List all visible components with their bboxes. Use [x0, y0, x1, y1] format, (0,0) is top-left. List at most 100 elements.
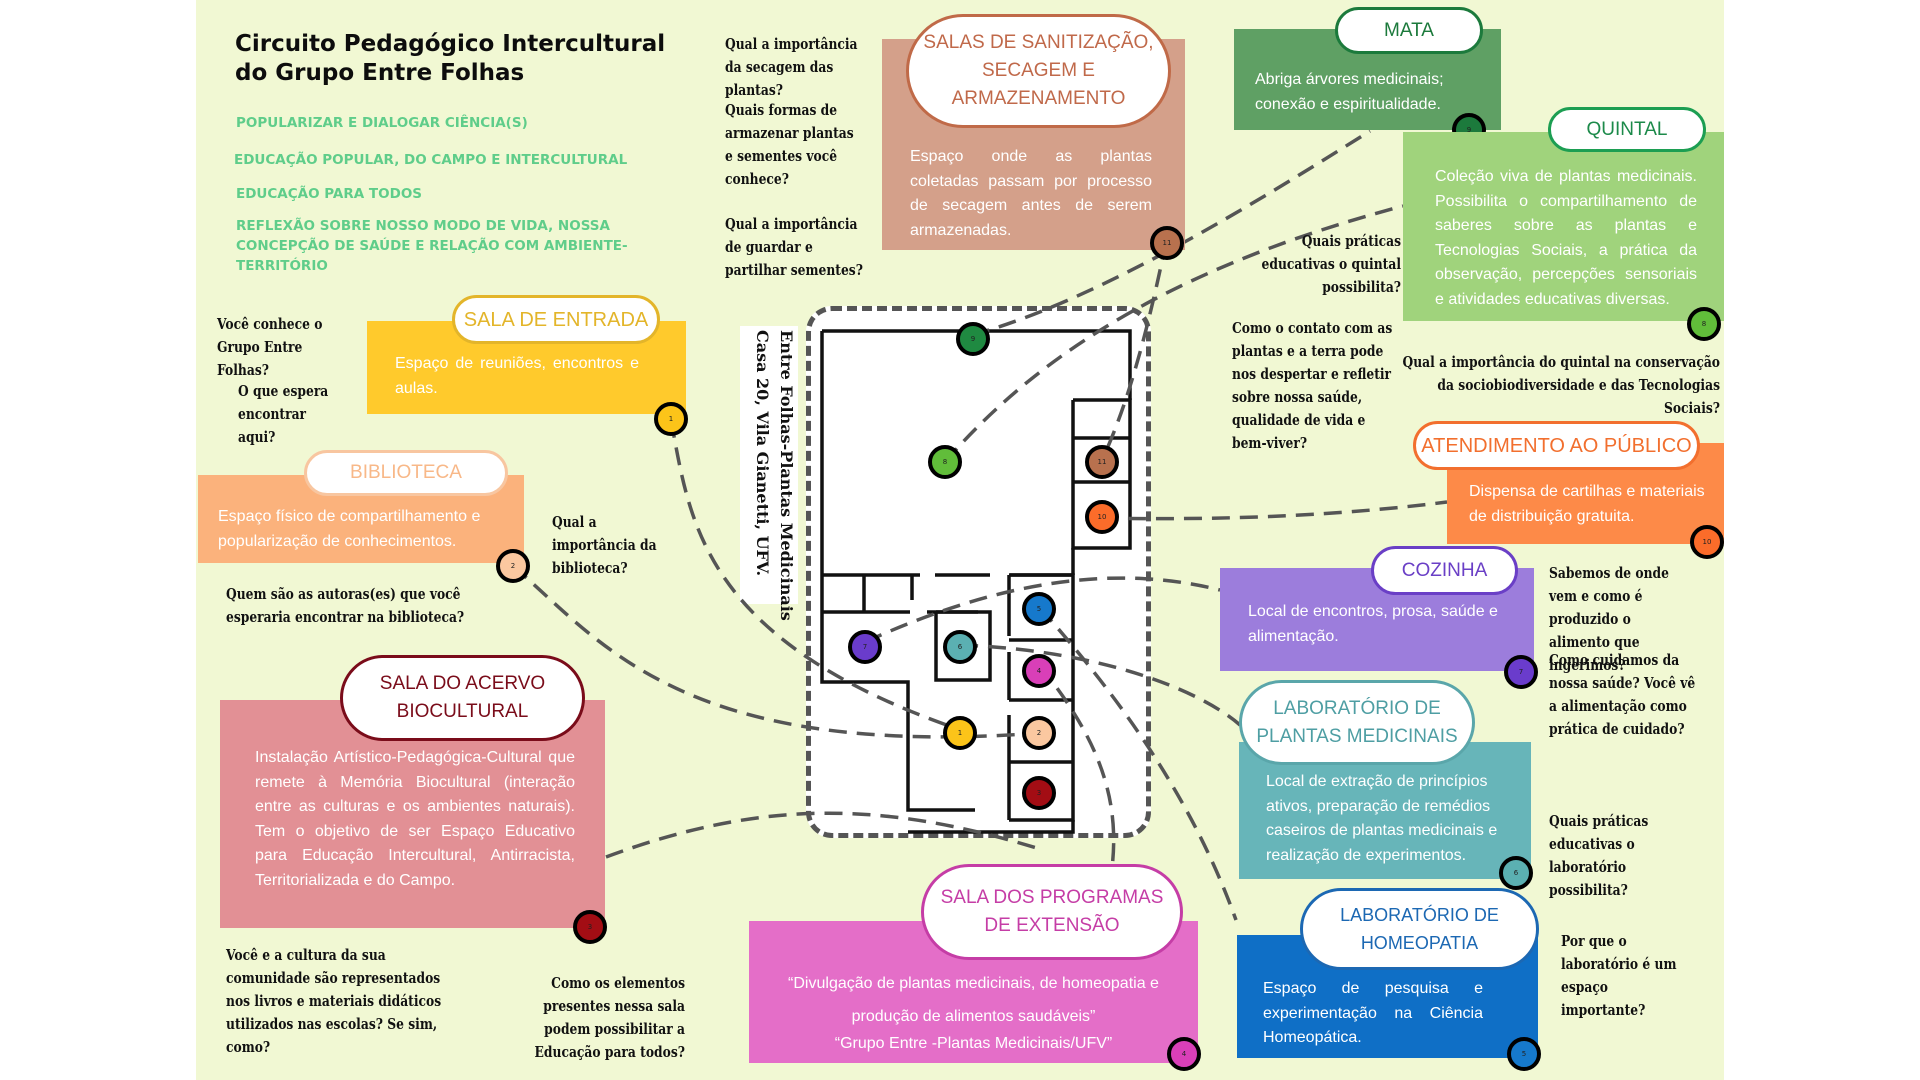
- plan-marker-10[interactable]: 10: [1085, 500, 1119, 534]
- room-biblioteca-description: Espaço físico de compartilhamento e popu…: [218, 508, 481, 550]
- question-sanitizacao-1: Qual a importância da secagem das planta…: [725, 35, 858, 99]
- question-sanitizacao-3: Qual a importância de guardar e partilha…: [725, 215, 863, 279]
- room-acervo-title[interactable]: SALA DO ACERVO BIOCULTURAL: [340, 655, 585, 741]
- room-sanitizacao-title-line3: ARMAZENAMENTO: [951, 88, 1126, 109]
- room-entrada-title[interactable]: SALA DE ENTRADA: [452, 295, 660, 344]
- room-lab-plantas-title-line1: LABORATÓRIO DE: [1273, 697, 1441, 719]
- room-atendimento-marker[interactable]: 10: [1690, 525, 1724, 559]
- room-sanitizacao-title-line2: SECAGEM E: [982, 60, 1095, 81]
- plan-marker-3[interactable]: 3: [1022, 776, 1056, 810]
- room-cozinha-title[interactable]: COZINHA: [1371, 546, 1518, 595]
- room-atendimento-title[interactable]: ATENDIMENTO AO PÚBLICO: [1413, 421, 1700, 470]
- plan-marker-1-label: 1: [957, 729, 963, 737]
- question-entrada-2: O que espera encontrar aqui?: [238, 382, 329, 446]
- room-acervo-marker[interactable]: 3: [573, 910, 607, 944]
- plan-marker-2[interactable]: 2: [1022, 716, 1056, 750]
- plan-marker-6-label: 6: [957, 643, 963, 651]
- room-biblioteca-marker-label: 2: [510, 562, 516, 570]
- room-homeopatia-title-line2: HOMEOPATIA: [1360, 933, 1479, 953]
- room-extensao-description-line2: produção de alimentos saudáveis”: [851, 1008, 1096, 1025]
- poster-title-line2: do Grupo Entre Folhas: [235, 60, 525, 86]
- room-entrada-description: Espaço de reuniões, encontros e aulas.: [395, 355, 639, 397]
- plan-marker-8[interactable]: 8: [928, 445, 962, 479]
- room-extensao-description: “Divulgação de plantas medicinais, de ho…: [749, 967, 1198, 1033]
- room-acervo-marker-label: 3: [587, 923, 593, 931]
- room-cozinha-marker[interactable]: 7: [1504, 655, 1538, 689]
- room-extensao-title-line1: SALA DOS PROGRAMAS: [940, 887, 1164, 908]
- poster-title: Circuito Pedagógico Intercultural do Gru…: [235, 30, 715, 88]
- question-entrada-1: Você conhece o Grupo Entre Folhas?: [217, 315, 323, 379]
- room-entrada-marker[interactable]: 1: [654, 402, 688, 436]
- room-extensao-marker[interactable]: 4: [1167, 1037, 1201, 1071]
- question-biblioteca-2: Quem são as autoras(es) que você esperar…: [226, 585, 465, 626]
- plan-marker-3-label: 3: [1036, 789, 1042, 797]
- plan-marker-10-label: 10: [1097, 513, 1107, 521]
- room-quintal-description: Coleção viva de plantas medicinais. Poss…: [1435, 168, 1697, 308]
- plan-marker-7-label: 7: [862, 643, 868, 651]
- room-quintal-marker[interactable]: 8: [1687, 307, 1721, 341]
- room-quintal-card: Coleção viva de plantas medicinais. Poss…: [1403, 132, 1724, 321]
- room-extensao-title[interactable]: SALA DOS PROGRAMAS DE EXTENSÃO: [921, 864, 1183, 960]
- room-biblioteca-marker[interactable]: 2: [496, 549, 530, 583]
- question-lab-plantas-1: Quais práticas educativas o laboratório …: [1549, 812, 1649, 899]
- plan-marker-7[interactable]: 7: [848, 630, 882, 664]
- room-entrada-marker-label: 1: [668, 415, 674, 423]
- room-extensao-title-line2: DE EXTENSÃO: [984, 915, 1120, 936]
- room-extensao-description-line1: “Divulgação de plantas medicinais, de ho…: [788, 975, 1159, 992]
- room-homeopatia-marker-label: 5: [1521, 1050, 1527, 1058]
- plan-marker-6[interactable]: 6: [943, 630, 977, 664]
- room-homeopatia-title-line1: LABORATÓRIO DE: [1340, 905, 1499, 925]
- room-lab-plantas-description: Local de extração de princípios ativos, …: [1266, 773, 1498, 864]
- question-homeopatia-1: Por que o laboratório é um espaço import…: [1561, 932, 1677, 1019]
- room-mata-title[interactable]: MATA: [1335, 7, 1483, 54]
- room-quintal-title[interactable]: QUINTAL: [1548, 107, 1706, 152]
- theme-educacao-popular: EDUCAÇÃO POPULAR, DO CAMPO E INTERCULTUR…: [234, 152, 628, 168]
- room-sanitizacao-title[interactable]: SALAS DE SANITIZAÇÃO, SECAGEM E ARMAZENA…: [906, 14, 1171, 128]
- room-cozinha-marker-label: 7: [1518, 668, 1524, 676]
- question-cozinha-1: Sabemos de onde vem e como é produzido o…: [1549, 564, 1669, 674]
- poster-title-line1: Circuito Pedagógico Intercultural: [235, 31, 666, 57]
- question-acervo-1: Você e a cultura da sua comunidade são r…: [226, 946, 442, 1056]
- room-homeopatia-description: Espaço de pesquisa e experimentação na C…: [1263, 980, 1483, 1046]
- plan-marker-4[interactable]: 4: [1022, 654, 1056, 688]
- plan-marker-2-label: 2: [1036, 729, 1042, 737]
- question-cozinha-2: Como cuidamos da nossa saúde? Você vê a …: [1549, 651, 1696, 738]
- room-extensao-credit: “Grupo Entre -Plantas Medicinais/UFV”: [834, 1035, 1113, 1052]
- room-sanitizacao-marker[interactable]: 11: [1150, 226, 1184, 260]
- theme-educacao-todos: EDUCAÇÃO PARA TODOS: [236, 186, 423, 202]
- question-quintal-2: Como o contato com as plantas e a terra …: [1232, 319, 1393, 452]
- room-acervo-description: Instalação Artístico-Pedagógica-Cultural…: [255, 749, 575, 889]
- plan-marker-4-label: 4: [1036, 667, 1042, 675]
- room-mata-marker-label: 9: [1466, 126, 1472, 134]
- room-homeopatia-title[interactable]: LABORATÓRIO DE HOMEOPATIA: [1300, 888, 1539, 970]
- theme-popularizar: POPULARIZAR E DIALOGAR CIÊNCIA(S): [236, 115, 528, 131]
- room-acervo-title-line2: BIOCULTURAL: [396, 701, 529, 722]
- room-lab-plantas-marker[interactable]: 6: [1499, 856, 1533, 890]
- plan-marker-11[interactable]: 11: [1085, 445, 1119, 479]
- plan-marker-11-label: 11: [1097, 458, 1107, 466]
- room-homeopatia-marker[interactable]: 5: [1507, 1037, 1541, 1071]
- plan-marker-8-label: 8: [942, 458, 948, 466]
- room-atendimento-marker-label: 10: [1702, 538, 1712, 546]
- plan-marker-9[interactable]: 9: [956, 322, 990, 356]
- plan-marker-5[interactable]: 5: [1022, 592, 1056, 626]
- room-lab-plantas-marker-label: 6: [1513, 869, 1519, 877]
- plan-marker-1[interactable]: 1: [943, 716, 977, 750]
- room-biblioteca-title[interactable]: BIBLIOTECA: [304, 450, 508, 496]
- room-atendimento-description: Dispensa de cartilhas e materiais de dis…: [1469, 483, 1705, 525]
- plan-marker-9-label: 9: [970, 335, 976, 343]
- question-quintal-1: Quais práticas educativas o quintal poss…: [1261, 232, 1401, 296]
- room-lab-plantas-title-line2: PLANTAS MEDICINAIS: [1256, 725, 1458, 747]
- room-sanitizacao-title-line1: SALAS DE SANITIZAÇÃO,: [923, 32, 1154, 53]
- question-quintal-3: Qual a importância do quintal na conserv…: [1402, 353, 1720, 417]
- question-biblioteca-1: Qual a importância da biblioteca?: [552, 513, 657, 577]
- room-sanitizacao-marker-label: 11: [1162, 239, 1172, 247]
- room-extensao-marker-label: 4: [1181, 1050, 1187, 1058]
- room-acervo-title-line1: SALA DO ACERVO: [379, 673, 546, 694]
- room-lab-plantas-title[interactable]: LABORATÓRIO DE PLANTAS MEDICINAIS: [1239, 680, 1475, 765]
- room-cozinha-description: Local de encontros, prosa, saúde e alime…: [1248, 603, 1498, 645]
- question-sanitizacao-2: Quais formas de armazenar plantas e seme…: [725, 101, 854, 188]
- plan-marker-5-label: 5: [1036, 605, 1042, 613]
- room-mata-description: Abriga árvores medicinais; conexão e esp…: [1255, 71, 1444, 113]
- question-acervo-2: Como os elementos presentes nessa sala p…: [534, 974, 685, 1061]
